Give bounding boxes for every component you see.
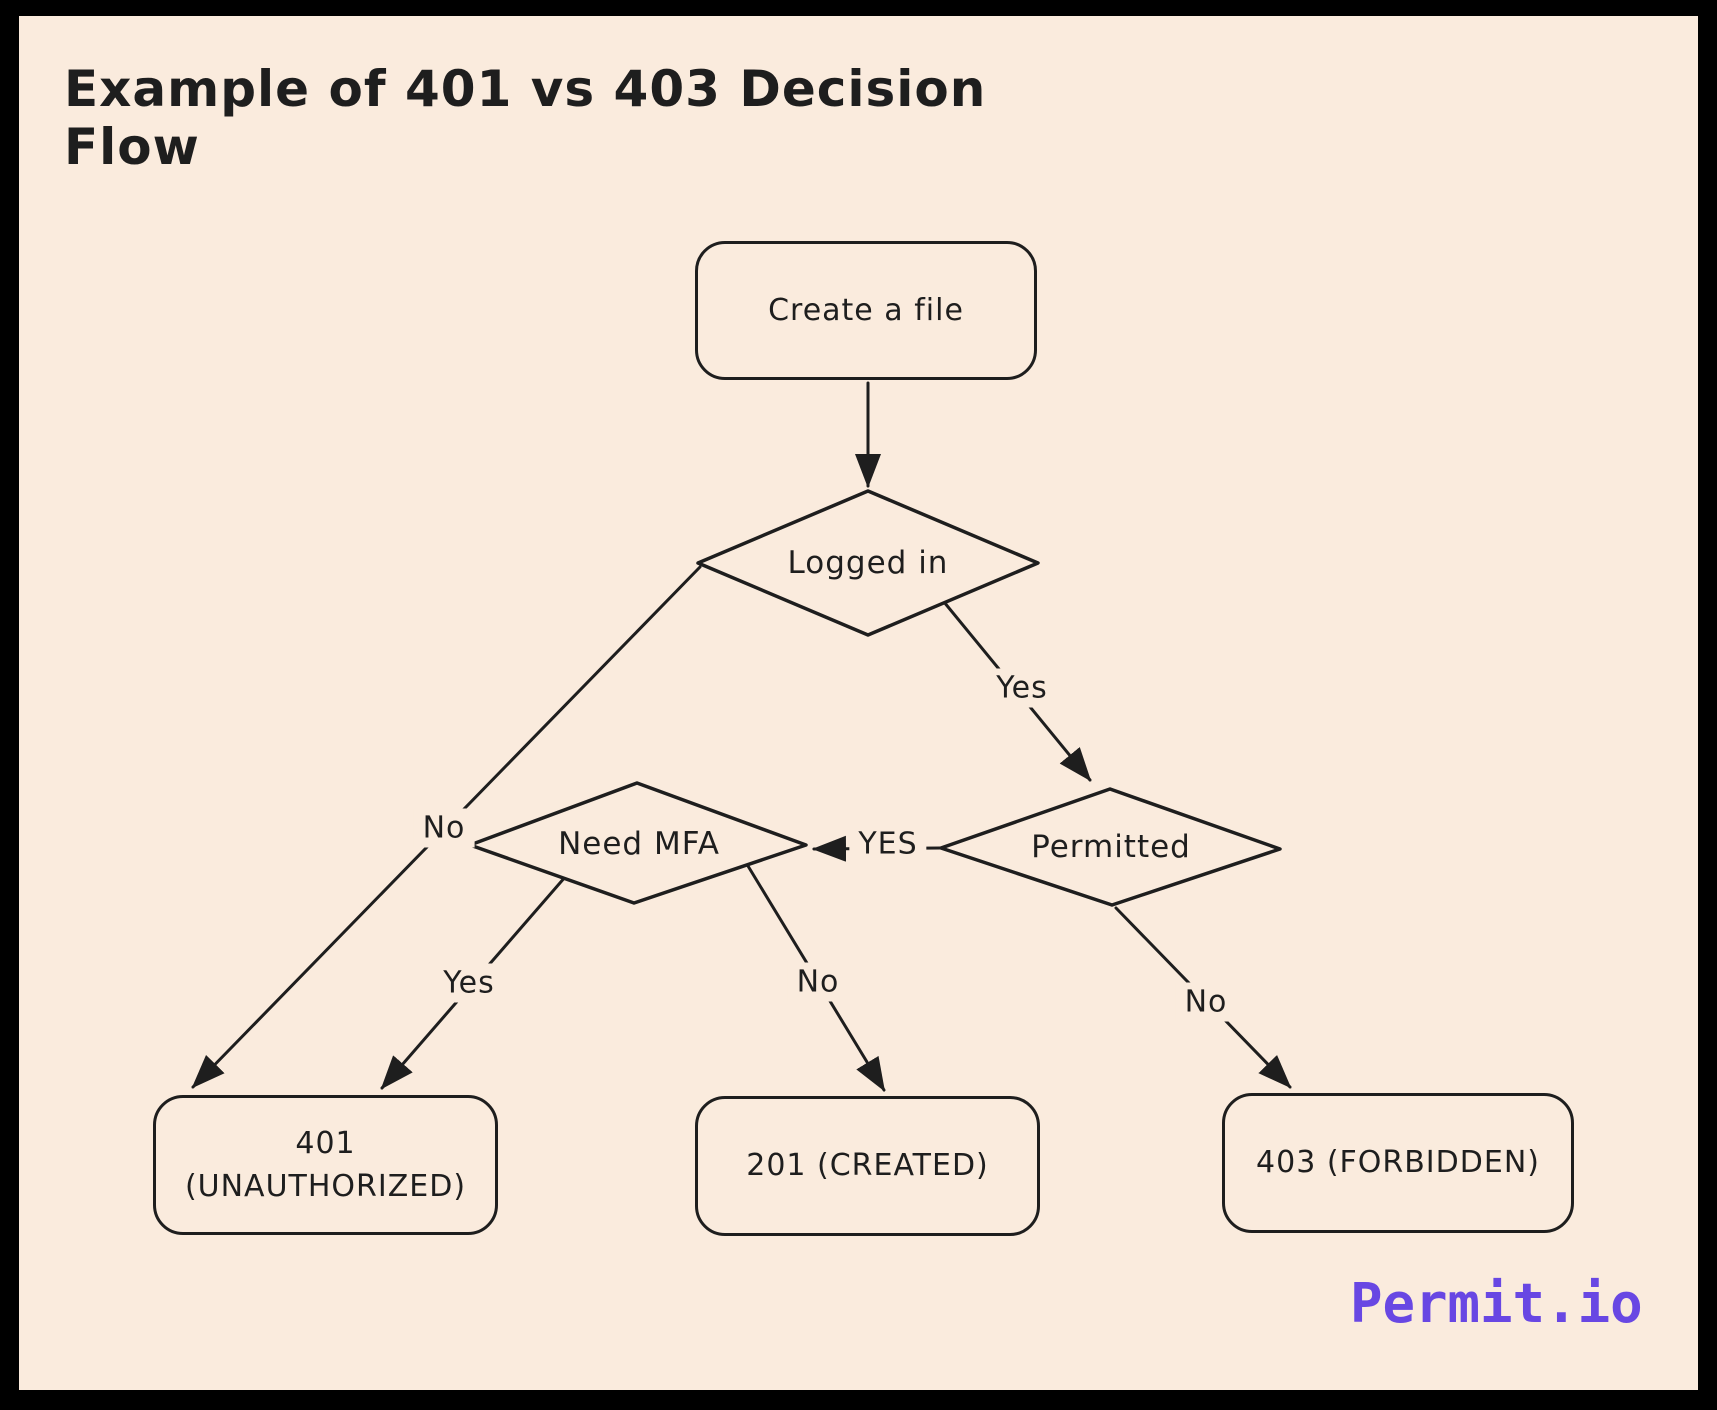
decision-logged-in-label: Logged in (787, 545, 949, 581)
page-title: Example of 401 vs 403 Decision Flow (64, 60, 987, 176)
decision-permitted-shape (939, 787, 1282, 907)
node-201-label: 201 (CREATED) (746, 1148, 989, 1184)
node-201-created: 201 (CREATED) (695, 1096, 1040, 1236)
decision-need-mfa-label: Need MFA (558, 826, 720, 862)
node-create-a-file-label: Create a file (768, 292, 964, 328)
edge-label-logged-in-no: No (413, 808, 475, 848)
edge-label-permitted-yes: YES (849, 824, 927, 864)
edge-label-permitted-no: No (1175, 982, 1237, 1022)
node-401-label-line1: 401 (295, 1125, 356, 1161)
diagram-canvas (19, 16, 1698, 1390)
edge-label-logged-in-yes: Yes (987, 668, 1057, 708)
node-403-forbidden: 403 (FORBIDDEN) (1222, 1093, 1574, 1233)
node-create-a-file: Create a file (695, 241, 1037, 380)
permit-io-logo: Permit.io (1350, 1272, 1643, 1335)
edge-label-need-mfa-yes: Yes (434, 963, 504, 1003)
edge-label-need-mfa-no: No (787, 962, 849, 1002)
decision-logged-in-shape (696, 489, 1040, 637)
node-401-label-line2: (UNAUTHORIZED) (184, 1169, 467, 1204)
decision-need-mfa-shape (468, 781, 808, 905)
decision-permitted-label: Permitted (1031, 829, 1191, 865)
node-403-label: 403 (FORBIDDEN) (1256, 1145, 1540, 1181)
node-401-unauthorized: 401 (UNAUTHORIZED) (153, 1095, 498, 1235)
node-401-label: 401 (UNAUTHORIZED) (185, 1122, 466, 1209)
